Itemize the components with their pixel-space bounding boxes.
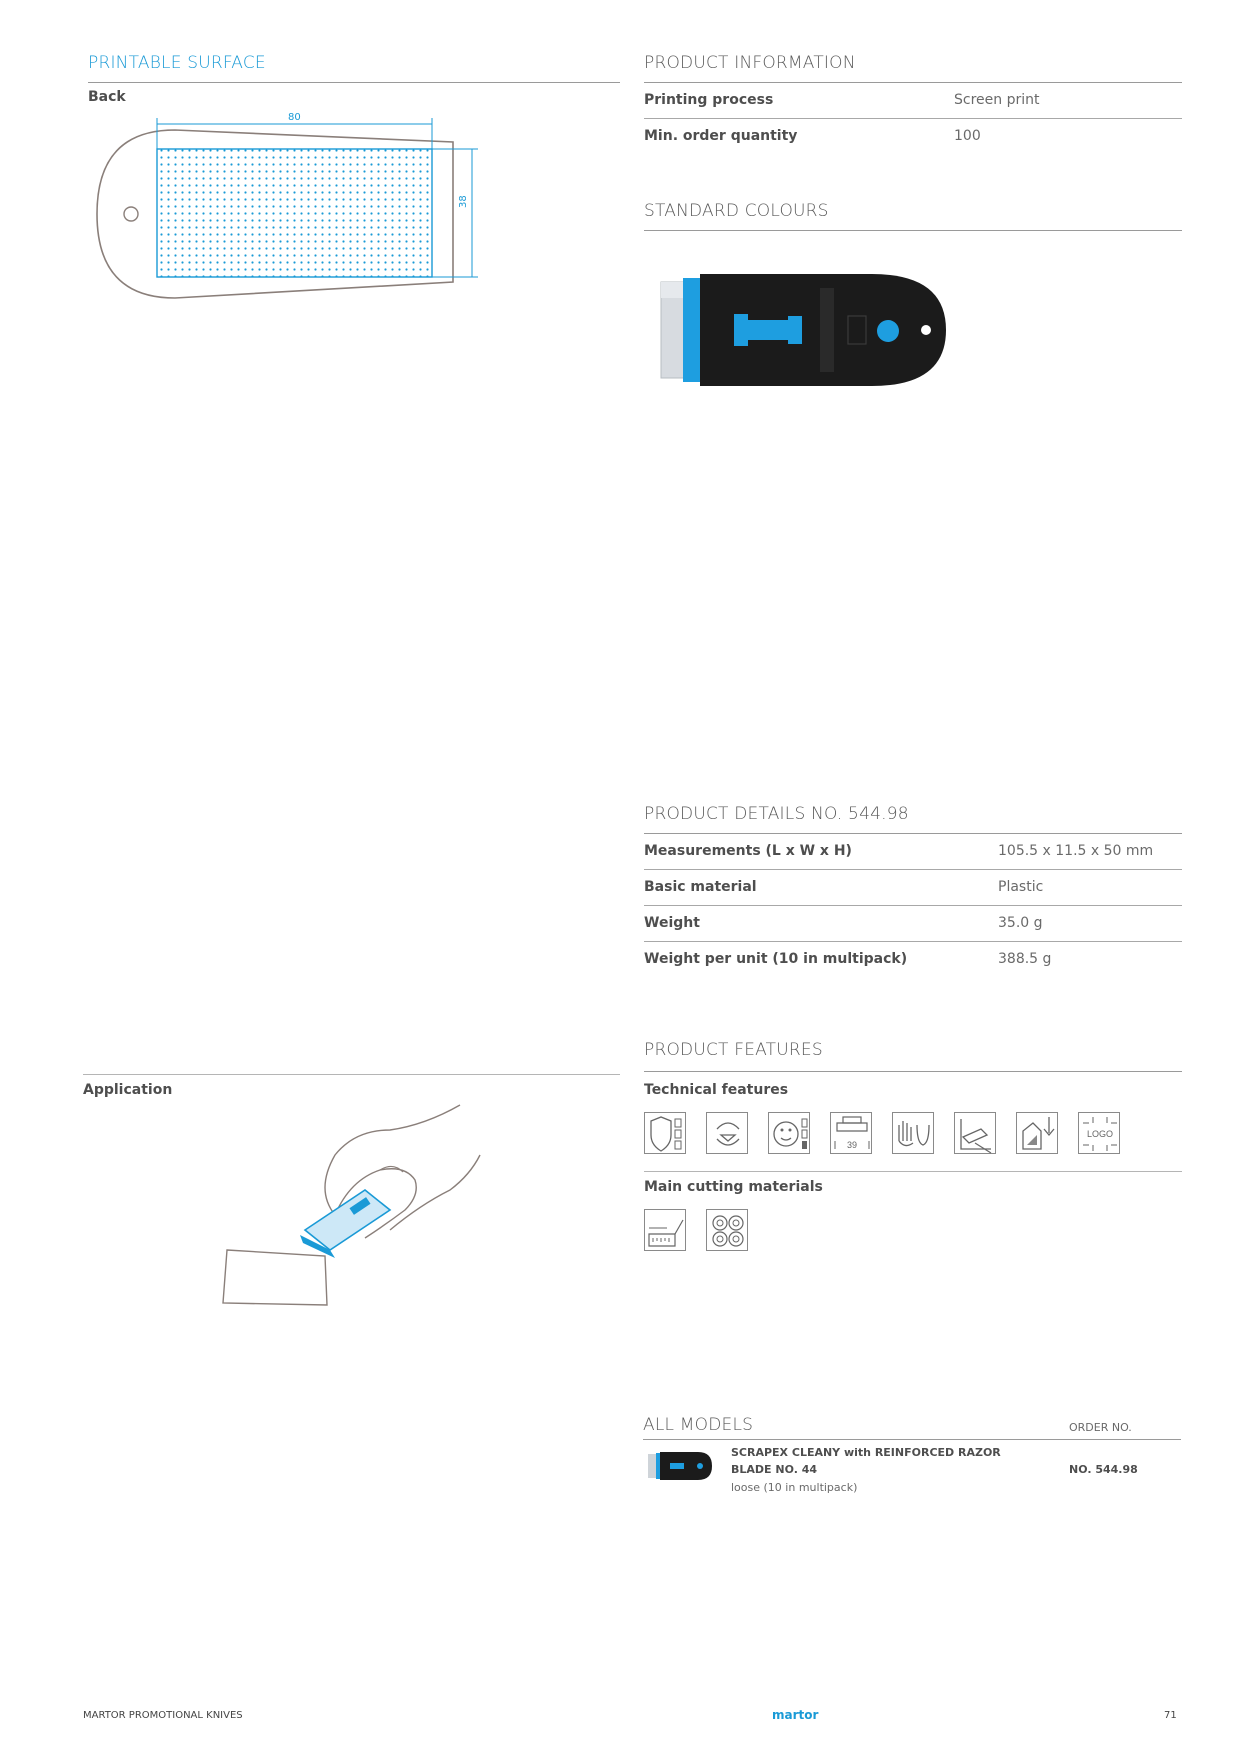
main-cutting-materials-label: Main cutting materials <box>644 1179 823 1195</box>
model-thumbnail <box>648 1452 712 1480</box>
row-value: Plastic <box>998 879 1044 895</box>
blade-change-icon <box>1016 1112 1058 1154</box>
scraper-outline <box>96 129 454 299</box>
standard-colours-rule <box>644 230 1182 231</box>
row-value: 100 <box>954 128 981 144</box>
product-information-table: Printing process Screen print Min. order… <box>644 83 1182 154</box>
depth-text: 39 <box>847 1140 857 1150</box>
glove-friendly-icon <box>892 1112 934 1154</box>
height-dimension-value: 38 <box>458 195 469 208</box>
hang-hole-icon <box>123 206 139 222</box>
model-name-line1: SCRAPEX CLEANY with REINFORCED RAZOR <box>731 1446 1001 1459</box>
product-features-title: PRODUCT FEATURES <box>644 1040 823 1060</box>
row-label: Measurements (L x W x H) <box>644 843 852 859</box>
table-row: Min. order quantity 100 <box>644 119 1182 154</box>
product-details-table: Measurements (L x W x H) 105.5 x 11.5 x … <box>644 834 1182 977</box>
row-label: Weight <box>644 915 700 931</box>
rotating-blade-icon <box>706 1112 748 1154</box>
product-information-rule <box>644 82 1182 83</box>
page-number: 71 <box>1164 1710 1177 1721</box>
table-row: Weight 35.0 g <box>644 906 1182 942</box>
application-rule <box>83 1074 620 1075</box>
technical-features-label: Technical features <box>644 1082 789 1098</box>
product-details-title: PRODUCT DETAILS NO. 544.98 <box>644 804 909 824</box>
tape-film-icon <box>644 1209 686 1251</box>
all-models-rule <box>643 1439 1181 1440</box>
row-value: Screen print <box>954 92 1040 108</box>
row-label: Min. order quantity <box>644 128 798 144</box>
order-no-header: ORDER NO. <box>1069 1421 1132 1434</box>
table-row: Measurements (L x W x H) 105.5 x 11.5 x … <box>644 834 1182 870</box>
all-models-title: ALL MODELS <box>643 1415 754 1435</box>
application-label: Application <box>83 1082 173 1098</box>
ergonomic-face-icon <box>768 1112 810 1154</box>
model-packaging: loose (10 in multipack) <box>731 1481 858 1494</box>
width-dimension-value: 80 <box>288 112 301 123</box>
printable-area <box>156 148 433 278</box>
row-value: 388.5 g <box>998 951 1052 967</box>
product-features-rule <box>644 1071 1182 1072</box>
safety-shield-icon <box>644 1112 686 1154</box>
model-name-line2: BLADE NO. 44 <box>731 1463 818 1476</box>
printable-surface-diagram <box>96 118 478 299</box>
logo-print-icon: LOGO <box>1078 1112 1120 1154</box>
standard-colours-title: STANDARD COLOURS <box>644 201 829 221</box>
product-information-title: PRODUCT INFORMATION <box>644 53 856 73</box>
row-value: 35.0 g <box>998 915 1043 931</box>
table-row: Basic material Plastic <box>644 870 1182 906</box>
row-label: Basic material <box>644 879 757 895</box>
footer-brand-logo: martor <box>772 1708 819 1722</box>
footer-left-text: MARTOR PROMOTIONAL KNIVES <box>83 1710 243 1721</box>
printable-surface-rule <box>88 82 620 83</box>
row-label: Weight per unit (10 in multipack) <box>644 951 908 967</box>
logo-text: LOGO <box>1087 1129 1113 1139</box>
cutting-materials-rule <box>644 1171 1182 1172</box>
back-label: Back <box>88 89 126 105</box>
printable-surface-title: PRINTABLE SURFACE <box>88 53 266 73</box>
rolls-icon <box>706 1209 748 1251</box>
row-label: Printing process <box>644 92 774 108</box>
model-order-number: NO. 544.98 <box>1069 1463 1138 1476</box>
row-value: 105.5 x 11.5 x 50 mm <box>998 843 1154 859</box>
table-row: Printing process Screen print <box>644 83 1182 119</box>
product-image-black-blue <box>660 274 946 386</box>
product-details-rule <box>644 833 1182 834</box>
blade-depth-39-icon: 39 <box>830 1112 872 1154</box>
blade-cutting-icon <box>954 1112 996 1154</box>
table-row: Weight per unit (10 in multipack) 388.5 … <box>644 942 1182 977</box>
application-illustration <box>222 1104 481 1306</box>
